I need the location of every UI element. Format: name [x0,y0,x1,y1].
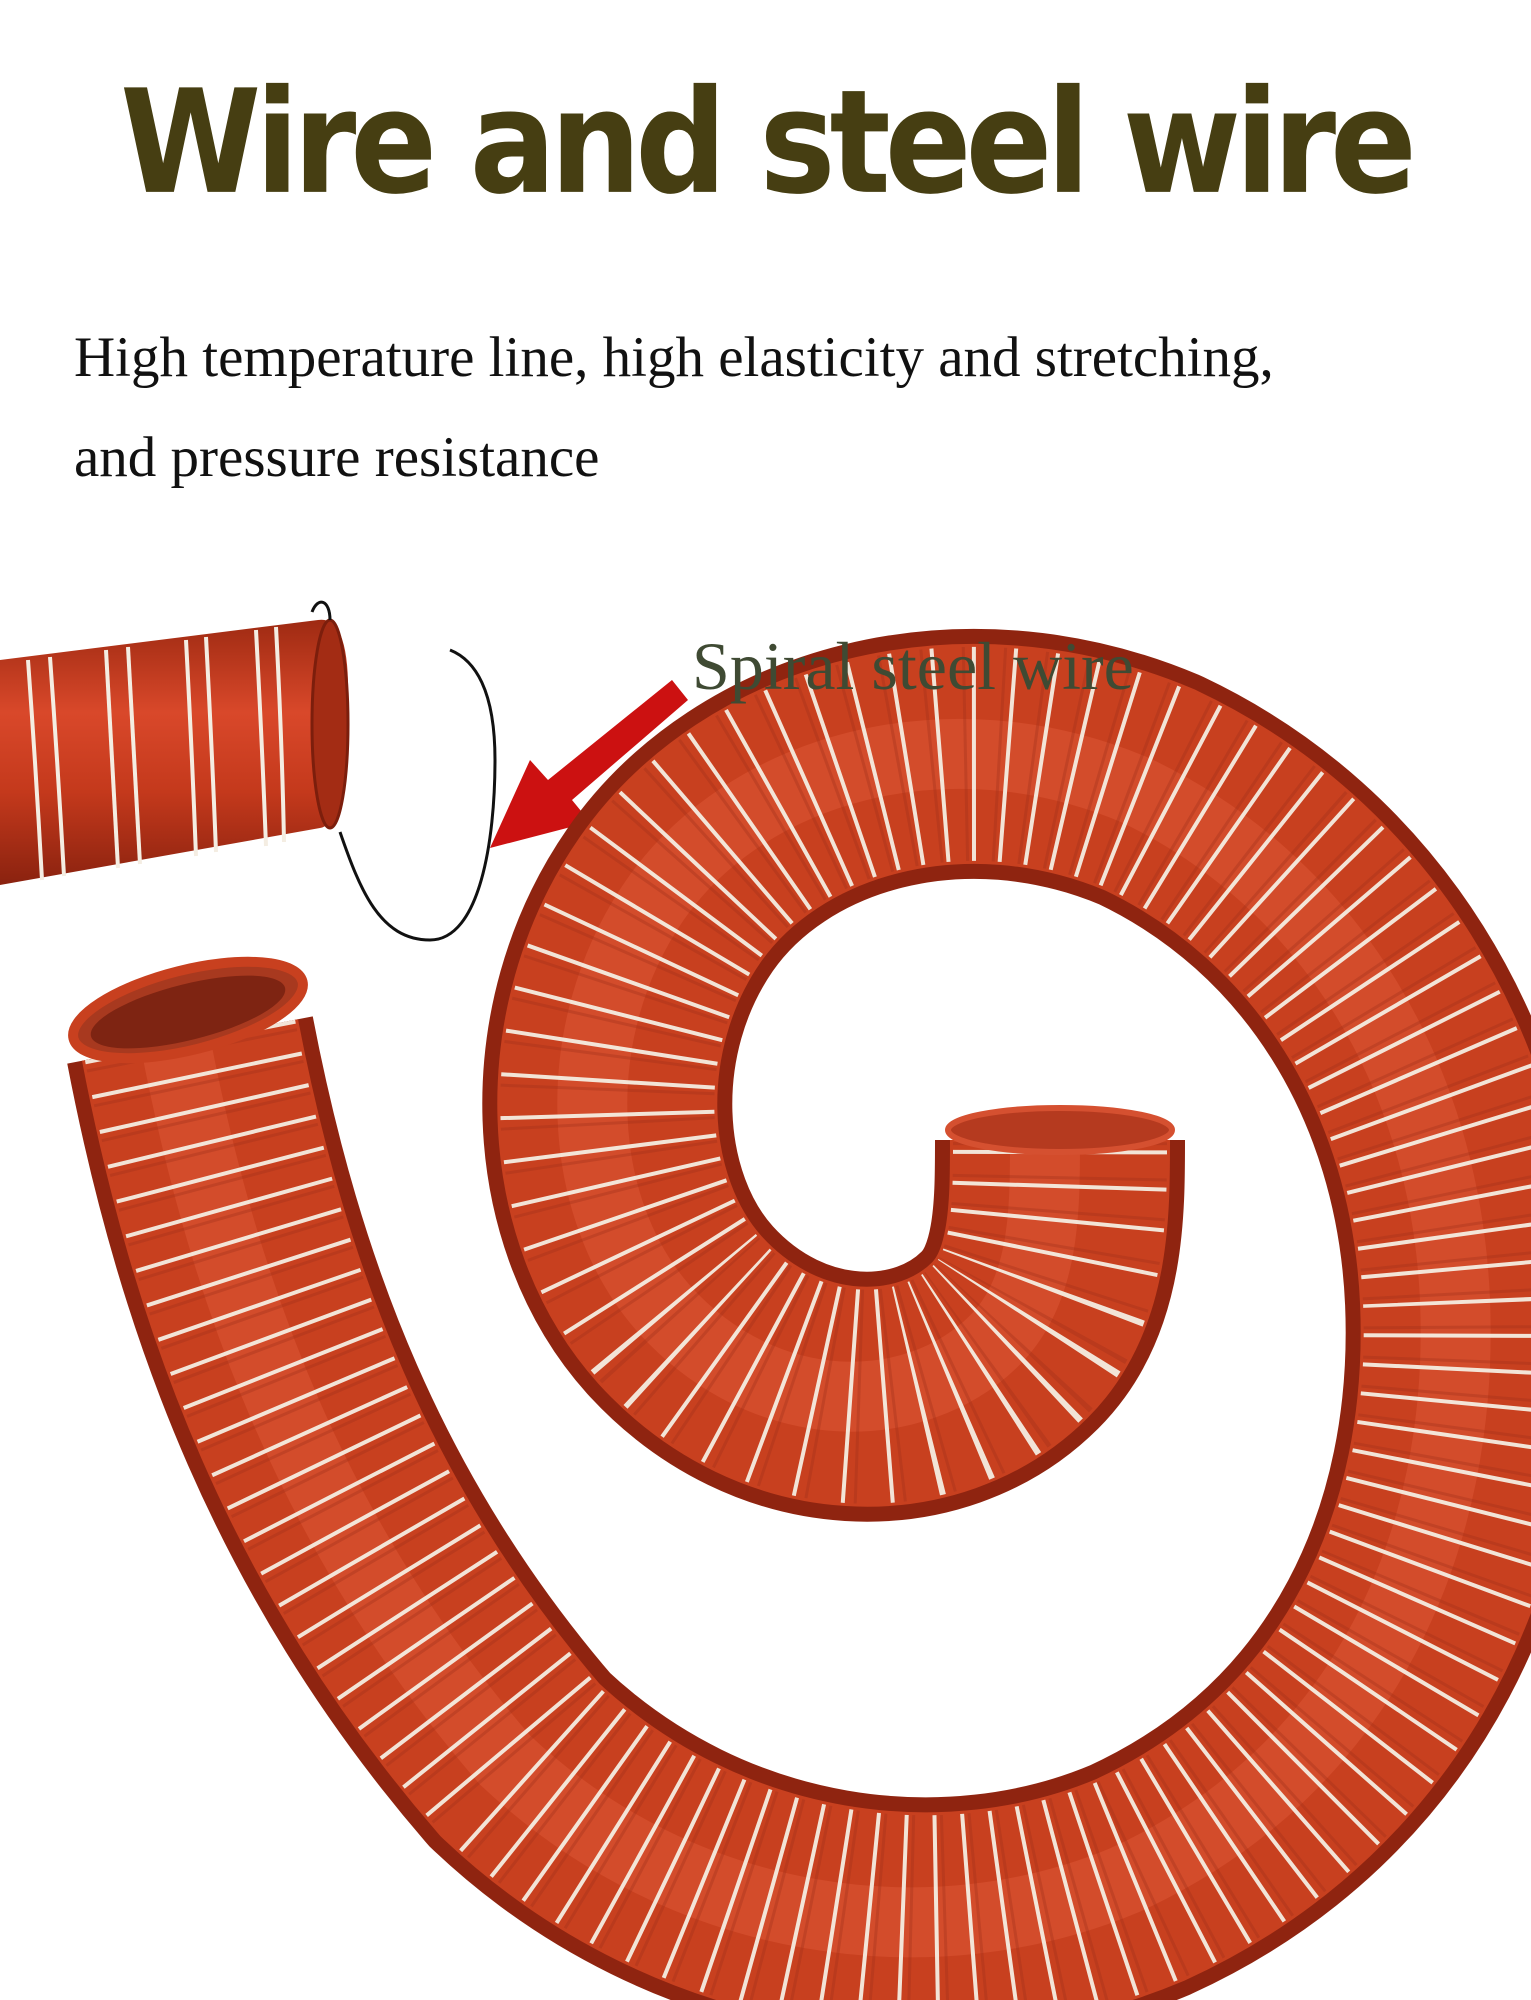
spiral-wire-label: Spiral steel wire [692,628,1134,704]
callout-arrow [490,680,688,848]
spiral-wire-strand [310,600,497,942]
main-hose [67,628,1531,2000]
feature-description: High temperature line, high elasticity a… [74,308,1474,508]
small-hose-segment [0,618,350,885]
description-line-2: and pressure resistance [74,426,600,489]
description-line-1: High temperature line, high elasticity a… [74,326,1274,389]
page-title: Wire and steel wire [120,59,1417,227]
